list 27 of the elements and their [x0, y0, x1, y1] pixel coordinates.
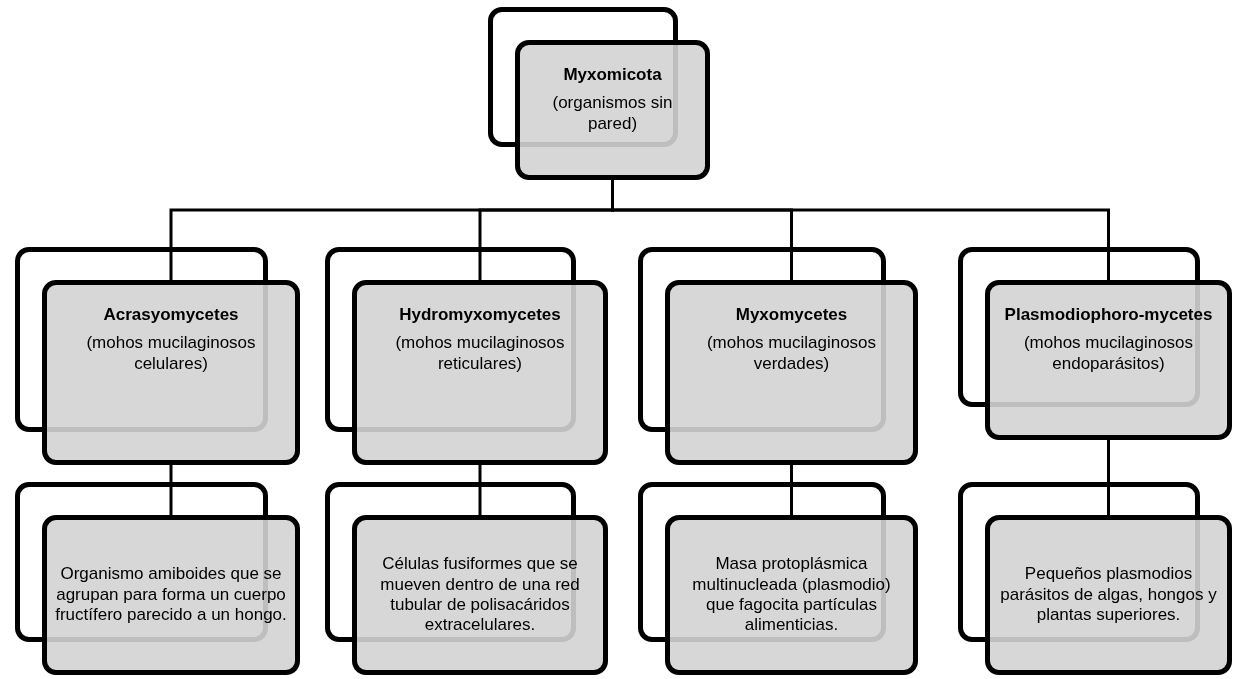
node-text: Organismo amiboides que se agrupan para forma un cuerpo fructífero parecido a un hongo.: [55, 564, 287, 626]
node-heading: Hydromyxomycetes: [399, 305, 561, 326]
node-box: [665, 280, 918, 465]
node-text: Masa protoplásmica multinucleada (plasmodio) que fagocita partículas alimenticias.: [691, 554, 892, 636]
node-text: (organismos sin pared): [551, 93, 674, 135]
connector-line: [1107, 440, 1110, 515]
connector-line: [169, 465, 173, 515]
node-text: (mohos mucilaginosos endoparásitos): [1022, 333, 1195, 375]
connector-line: [478, 465, 482, 515]
node-heading: Acrasyomycetes: [103, 305, 239, 326]
node-box: [42, 280, 300, 465]
node-text: (mohos mucilaginosos celulares): [85, 333, 257, 375]
node-box: [42, 515, 300, 675]
node-box: [985, 515, 1232, 675]
node-box: [352, 515, 608, 675]
node-text: Pequeños plasmodios parásitos de algas, hongos y plantas superiores.: [999, 564, 1218, 626]
node-heading: Plasmodiophoro-mycetes: [1004, 305, 1213, 326]
node-text: (mohos mucilaginosos reticulares): [394, 333, 566, 375]
node-text: (mohos mucilaginosos verdades): [705, 333, 878, 375]
node-box: [985, 280, 1232, 440]
node-box: [352, 280, 608, 465]
node-box: [665, 515, 918, 675]
node-text: Células fusiformes que se mueven dentro de una red tubular de polisacáridos extracelulares.: [379, 554, 581, 636]
node-box: [515, 40, 710, 180]
connector-line: [790, 465, 793, 515]
node-heading: Myxomicota: [563, 65, 662, 86]
node-heading: Myxomycetes: [735, 305, 848, 326]
